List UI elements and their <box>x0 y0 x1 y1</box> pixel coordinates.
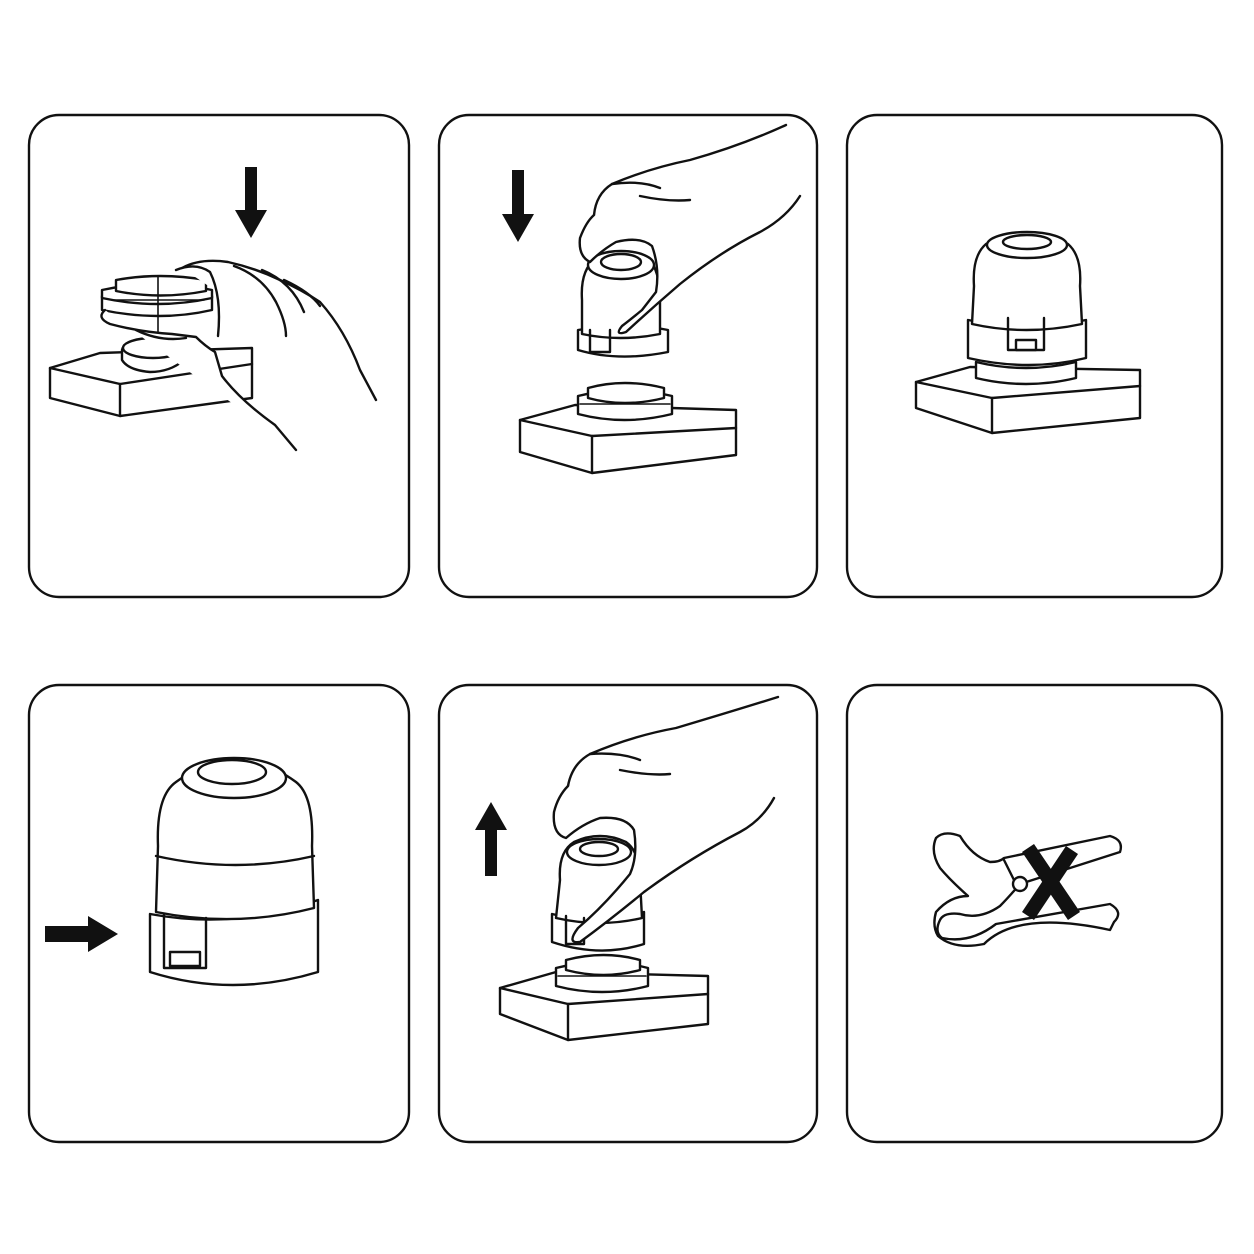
panel-step-5 <box>437 683 819 1144</box>
panel-step-4 <box>27 683 411 1144</box>
mounting-block-icon <box>914 365 1142 435</box>
step-6-illustration <box>932 832 1123 947</box>
step-4-illustration <box>45 756 320 987</box>
hand-icon <box>100 259 378 452</box>
hand-icon <box>578 123 802 335</box>
mounting-block-icon <box>518 403 738 475</box>
hand-icon <box>552 695 780 944</box>
panel-step-2 <box>437 113 819 599</box>
panel-step-3 <box>845 113 1224 599</box>
wrench-icon <box>932 832 1123 947</box>
adapter-ring-icon <box>576 381 674 422</box>
up-arrow-icon <box>475 802 507 876</box>
down-arrow-icon <box>502 170 534 242</box>
step-2-illustration <box>502 123 802 475</box>
step-1-illustration <box>48 167 378 452</box>
right-arrow-icon <box>45 916 118 952</box>
locking-clip-icon <box>162 912 208 970</box>
prohibited-cross-icon <box>1022 844 1080 920</box>
panel-step-6 <box>845 683 1224 1144</box>
down-arrow-icon <box>235 167 267 238</box>
step-3-illustration <box>914 230 1142 435</box>
panel-step-1 <box>27 113 411 599</box>
adapter-ring-icon <box>554 953 650 994</box>
step-5-illustration <box>475 695 780 1042</box>
actuator-icon <box>966 230 1088 386</box>
